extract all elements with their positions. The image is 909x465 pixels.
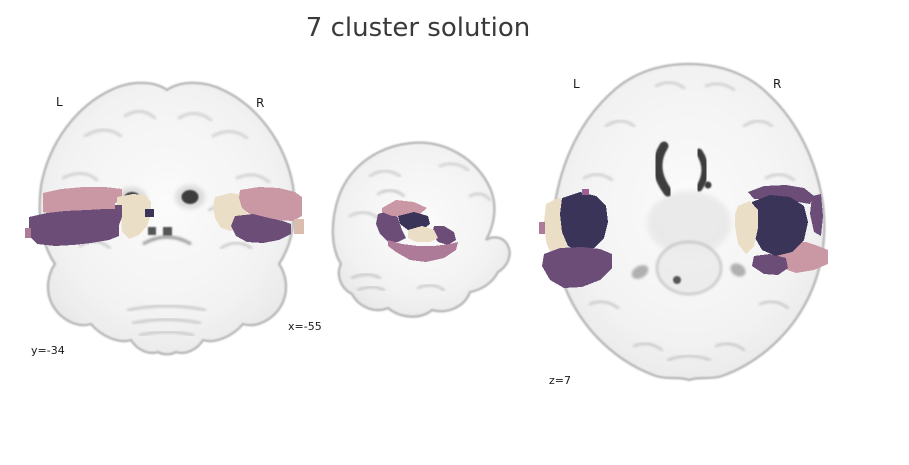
sagittal-slice-svg bbox=[331, 141, 511, 318]
cluster-cream-region bbox=[408, 226, 438, 242]
cluster-cream-region bbox=[735, 201, 758, 254]
coronal-slice-svg bbox=[25, 81, 304, 356]
cluster-purple-region bbox=[748, 185, 814, 204]
cluster-purple-region bbox=[29, 205, 122, 246]
cluster-mauve-region bbox=[25, 228, 31, 238]
cluster-purple-region bbox=[376, 210, 406, 242]
coronal-brainstem-dot-left bbox=[148, 227, 156, 235]
coronal-clusters bbox=[25, 187, 304, 246]
axial-ventricle-left bbox=[653, 141, 673, 197]
coronal-brainstem-arch bbox=[142, 235, 192, 246]
cluster-magenta-region bbox=[582, 189, 589, 195]
axial-right-label: R bbox=[773, 77, 782, 91]
axial-ventricle-knob bbox=[704, 181, 712, 189]
cluster-tan-region bbox=[294, 219, 304, 234]
cluster-purple-region bbox=[231, 214, 291, 243]
coronal-view bbox=[25, 78, 305, 363]
cluster-purple-region bbox=[810, 194, 823, 236]
cluster-navy-region bbox=[750, 195, 808, 256]
sagittal-sulci bbox=[348, 162, 492, 292]
cluster-pink-region bbox=[239, 187, 302, 221]
axial-sinus-left bbox=[631, 265, 649, 279]
axial-ventricle-right bbox=[695, 148, 709, 192]
axial-slice-svg bbox=[539, 62, 828, 382]
coronal-brainstem-dot-right bbox=[163, 227, 172, 236]
sagittal-view bbox=[322, 138, 517, 323]
axial-coord-label: z=7 bbox=[549, 374, 571, 387]
sagittal-clusters bbox=[376, 200, 458, 262]
axial-sulci bbox=[582, 81, 796, 361]
figure-title: 7 cluster solution bbox=[305, 13, 531, 43]
coronal-left-label: L bbox=[56, 95, 63, 109]
axial-sinus-right bbox=[730, 263, 746, 277]
coronal-cerebellum-lines bbox=[126, 304, 207, 337]
cluster-purple-region bbox=[542, 247, 612, 288]
cluster-mauve-region bbox=[539, 222, 545, 234]
cluster-purple-region bbox=[432, 226, 456, 245]
cluster-navy-region bbox=[145, 209, 154, 217]
sagittal-coord-label: x=-55 bbox=[288, 320, 322, 333]
axial-clusters bbox=[539, 185, 828, 288]
axial-left-label: L bbox=[573, 77, 580, 91]
cluster-cream-region bbox=[117, 194, 151, 239]
coronal-right-label: R bbox=[256, 96, 265, 110]
cluster-mauve-region bbox=[388, 240, 458, 262]
coronal-coord-label: y=-34 bbox=[31, 344, 65, 357]
cluster-navy-region bbox=[398, 212, 430, 230]
cluster-navy-region bbox=[560, 192, 608, 252]
axial-thalamus-halo bbox=[647, 191, 731, 255]
cluster-pink-region bbox=[43, 187, 122, 216]
coronal-ventricle-right bbox=[181, 190, 199, 204]
axial-midbrain bbox=[656, 241, 722, 295]
axial-view bbox=[538, 58, 838, 398]
cluster-purple-region bbox=[752, 254, 788, 275]
axial-aqueduct-dot bbox=[673, 276, 681, 284]
